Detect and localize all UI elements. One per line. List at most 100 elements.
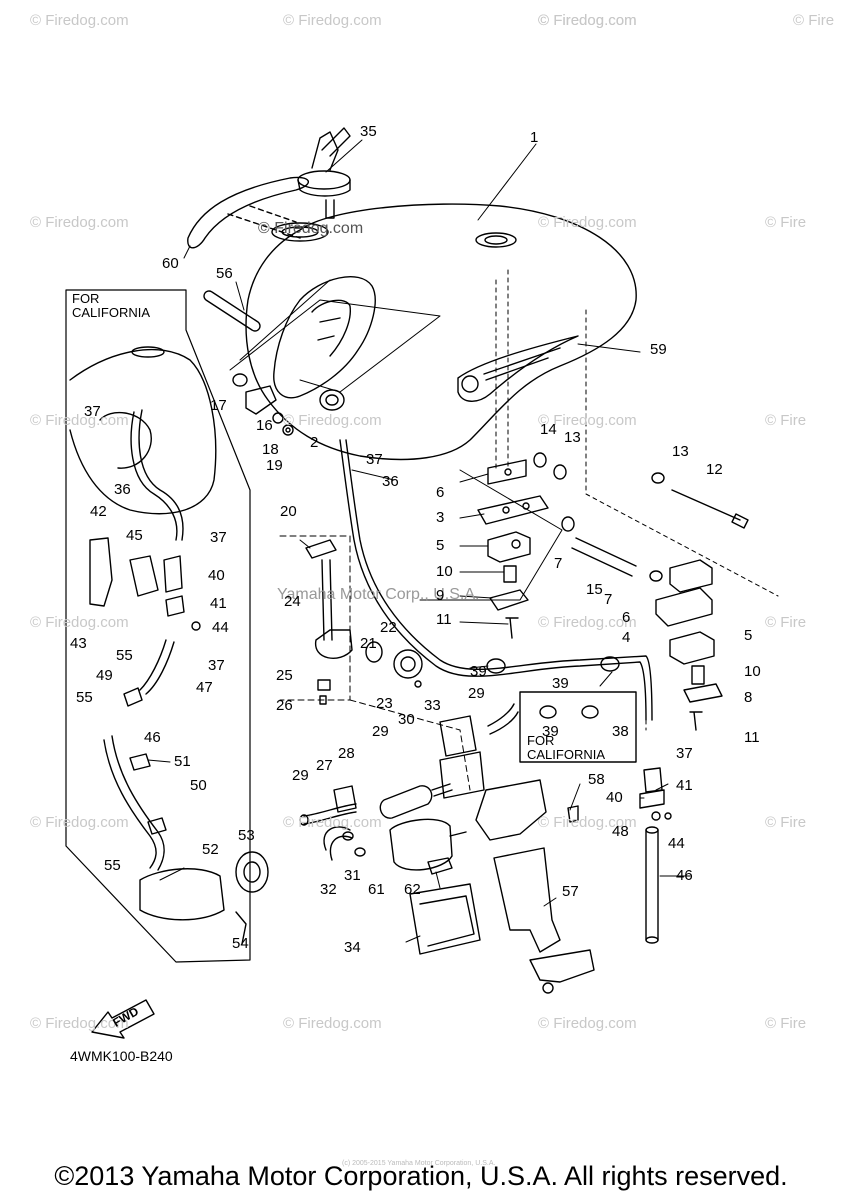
part-number-label: 36: [382, 473, 399, 490]
fuel-pump-assembly: [299, 703, 519, 955]
mount-parts: [477, 452, 749, 731]
part-number-label: 61: [368, 881, 385, 898]
watermark-text: © Firedog.com: [283, 412, 382, 429]
part-number-label: 51: [174, 753, 191, 770]
watermark-text: © Fire: [765, 614, 807, 631]
part-number-label: 36: [114, 481, 131, 498]
part-number-label: 6: [436, 484, 445, 501]
part-number-label: 39: [552, 675, 569, 692]
part-number-label: 40: [208, 567, 225, 584]
part-number-label: 23: [376, 695, 393, 712]
part-number-label: 39: [470, 663, 487, 680]
part-number-label: 37: [366, 451, 383, 468]
part-number-label: 1: [530, 129, 539, 146]
copyright-footer: ©2013 Yamaha Motor Corporation, U.S.A. A…: [54, 1161, 788, 1191]
part-number-label: 27: [316, 757, 333, 774]
part-number-label: 11: [436, 611, 452, 628]
part-number-label: 11: [744, 729, 760, 746]
part-number-label: 57: [562, 883, 579, 900]
part-number-label: 4: [622, 629, 631, 646]
strap: [187, 176, 309, 249]
watermark-text: © Firedog.com: [538, 1015, 637, 1032]
part-number-label: 37: [210, 529, 227, 546]
part-number-label: 30: [398, 711, 415, 728]
watermark-text: © Firedog.com: [538, 12, 637, 29]
part-number-label: 46: [676, 867, 693, 884]
part-number-label: 7: [554, 555, 563, 572]
part-number-label: 31: [344, 867, 361, 884]
watermark-text: © Firedog.com: [30, 214, 129, 231]
watermark-text: © Fire: [793, 12, 835, 29]
diagram-code: 4WMK100-B240: [70, 1048, 173, 1064]
part-number-label: 13: [672, 443, 689, 460]
part-number-label: 9: [436, 587, 445, 604]
part-number-label: 22: [380, 619, 397, 636]
california-small-box: [519, 691, 637, 763]
watermark-text: © Firedog.com: [538, 412, 637, 429]
watermark-text: © Fire: [765, 214, 807, 231]
california-parts: [69, 346, 269, 945]
part-number-label: 3: [436, 509, 445, 526]
part-number-label: 29: [372, 723, 389, 740]
watermark-text: © Firedog.com: [283, 814, 382, 831]
part-number-label: 35: [360, 123, 377, 140]
part-number-label: 19: [266, 457, 283, 474]
fuel-cap-lock: [297, 127, 351, 219]
part-number-label: 62: [404, 881, 421, 898]
watermark-text: © Firedog.com: [538, 614, 637, 631]
watermark-text: © Firedog.com: [538, 214, 637, 231]
part-number-label: 59: [650, 341, 667, 358]
part-number-label: 45: [126, 527, 143, 544]
part-number-label: 56: [216, 265, 233, 282]
part-number-label: 58: [588, 771, 605, 788]
part-number-label: 43: [70, 635, 87, 652]
watermark-text: © Fire: [765, 1015, 807, 1032]
part-number-label: 10: [436, 563, 453, 580]
part-number-label: 49: [96, 667, 113, 684]
valve-parts-right: [639, 767, 672, 944]
part-number-label: 28: [338, 745, 355, 762]
part-number-label: 47: [196, 679, 213, 696]
part-number-label: 12: [706, 461, 723, 478]
part-number-label: 55: [116, 647, 133, 664]
watermark-text: © Firedog.com: [30, 1015, 129, 1032]
part-number-label: 16: [256, 417, 273, 434]
part-number-label: 52: [202, 841, 219, 858]
part-number-label: 15: [586, 581, 603, 598]
part-number-label: 37: [84, 403, 101, 420]
part-number-label: 50: [190, 777, 207, 794]
part-number-label: 55: [76, 689, 93, 706]
part-number-label: 38: [612, 723, 629, 740]
california-box-label: FOR CALIFORNIA: [72, 291, 151, 320]
watermark-text: © Firedog.com: [30, 614, 129, 631]
part-number-label: 17: [210, 397, 227, 414]
watermark-text: © Firedog.com: [30, 814, 129, 831]
breather-hose: [345, 439, 653, 721]
part-number-label: 26: [276, 697, 293, 714]
part-number-label: 13: [564, 429, 581, 446]
part-number-label: 44: [668, 835, 685, 852]
california-box: [65, 289, 251, 963]
watermark-text: © Firedog.com: [30, 412, 129, 429]
part-number-label: 42: [90, 503, 107, 520]
watermark-text: © Firedog.com: [538, 814, 637, 831]
bracket-parts: [232, 373, 294, 436]
part-number-label: 8: [744, 689, 753, 706]
part-number-label: 54: [232, 935, 249, 952]
watermark-center: © Firedog.com: [258, 220, 364, 237]
part-number-label: 41: [676, 777, 693, 794]
part-number-label: 33: [424, 697, 441, 714]
watermark-text: © Firedog.com: [30, 12, 129, 29]
part-number-label: 7: [604, 591, 613, 608]
california-small-label: FOR CALIFORNIA: [527, 733, 606, 762]
tiny-copyright: (c) 2005-2015 Yamaha Motor Corporation, …: [342, 1160, 496, 1167]
part-number-label: 32: [320, 881, 337, 898]
part-number-label: 53: [238, 827, 255, 844]
part-number-label: 18: [262, 441, 279, 458]
part-number-label: 46: [144, 729, 161, 746]
part-number-label: 6: [622, 609, 631, 626]
fwd-arrow: [91, 999, 155, 1039]
part-number-label: 14: [540, 421, 557, 438]
fuel-cock: [305, 539, 423, 705]
